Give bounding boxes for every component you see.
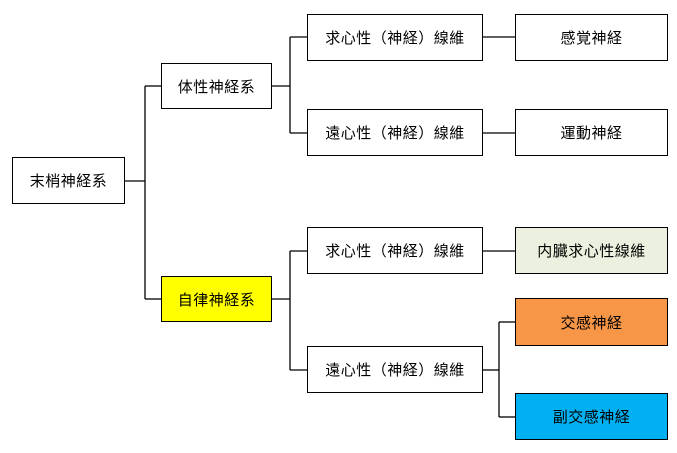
node-sympathetic-nerve: 交感神経 <box>515 298 668 346</box>
node-sensory-nerve: 感覚神経 <box>515 14 668 61</box>
node-somatic-efferent-fiber: 遠心性（神経）線維 <box>307 109 483 156</box>
node-autonomic-nervous-system: 自律神経系 <box>161 276 272 322</box>
node-somatic-afferent-fiber: 求心性（神経）線維 <box>307 14 483 61</box>
node-peripheral-nervous-system: 末梢神経系 <box>12 157 125 204</box>
node-somatic-nervous-system: 体性神経系 <box>161 63 272 109</box>
node-autonomic-afferent-fiber: 求心性（神経）線維 <box>307 227 483 274</box>
node-motor-nerve: 運動神経 <box>515 109 668 156</box>
node-autonomic-efferent-fiber: 遠心性（神経）線維 <box>307 346 483 393</box>
node-parasympathetic-nerve: 副交感神経 <box>515 393 668 440</box>
node-visceral-afferent-fiber: 内臓求心性線維 <box>515 227 668 274</box>
